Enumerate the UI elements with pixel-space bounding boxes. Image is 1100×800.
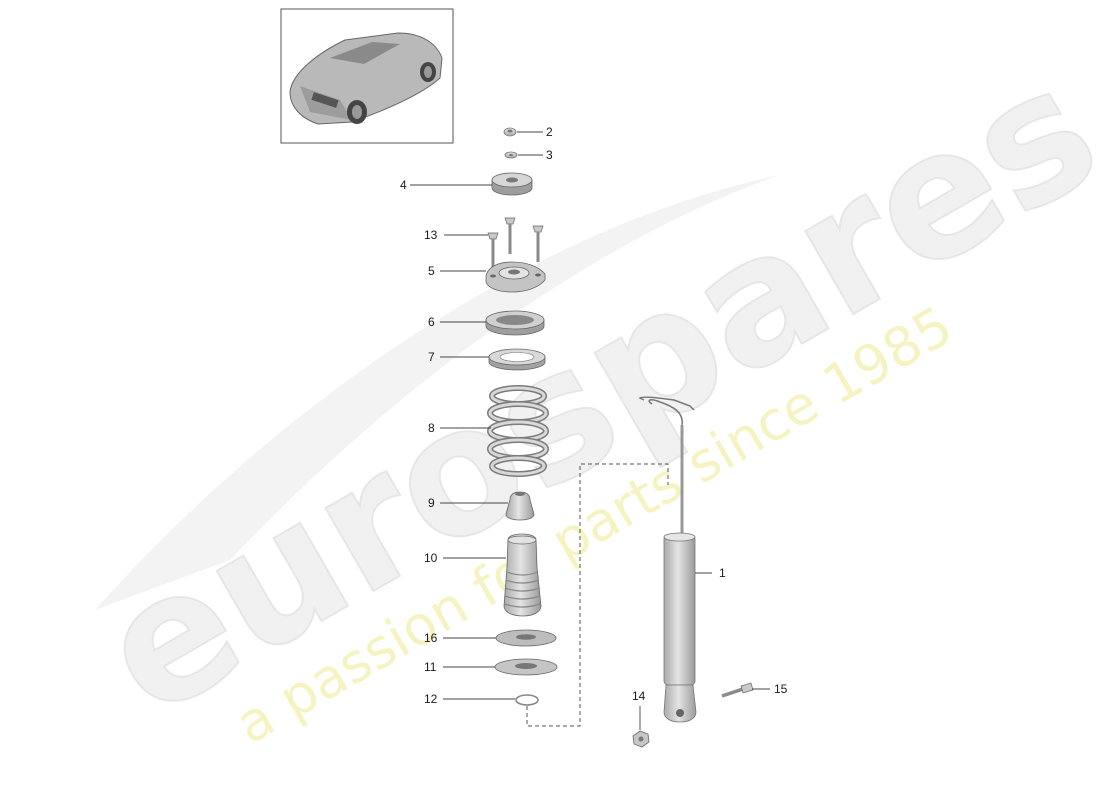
callout-10: 10: [424, 551, 438, 565]
watermark: eurospares a passion for parts since 198…: [69, 26, 1100, 757]
callout-13: 13: [424, 228, 438, 242]
callout-16: 16: [424, 631, 438, 645]
part-7-spring-pad: [488, 348, 546, 371]
bolt-middle: [504, 217, 516, 254]
assembly-dashed-line: [526, 463, 669, 727]
callout-12: 12: [424, 692, 438, 706]
callout-8: 8: [428, 421, 435, 435]
watermark-swoosh: [95, 175, 780, 610]
callout-3: 3: [546, 148, 553, 162]
part-4-bushing: [491, 172, 533, 196]
car-rear-three-quarter-icon: [289, 32, 443, 125]
callout-6: 6: [428, 315, 435, 329]
part-2-nut: [503, 127, 517, 137]
part-14-nut: [632, 730, 650, 748]
callout-2: 2: [546, 125, 553, 139]
callout-11: 11: [424, 660, 437, 674]
part-5-top-mount: [485, 261, 546, 293]
callout-15: 15: [774, 682, 788, 696]
watermark-brand: eurospares: [70, 27, 1100, 756]
bolt-left: [487, 232, 499, 268]
part-12-o-ring: [515, 694, 539, 706]
callout-labels: 1 2 3 4 5 6 7 8 9 10 11 12 13 14 15 16: [400, 125, 788, 706]
callout-7: 7: [428, 350, 435, 364]
part-11-washer: [494, 658, 558, 676]
part-3-washer: [504, 151, 518, 159]
part-9-bump-stop: [505, 491, 535, 521]
callout-1: 1: [719, 566, 726, 580]
callout-5: 5: [428, 264, 435, 278]
part-13-bolts: [487, 217, 544, 268]
part-6-spring-seat: [485, 310, 545, 336]
part-1-shock-absorber: [638, 396, 697, 723]
callout-9: 9: [428, 496, 435, 510]
part-10-protective-boot: [503, 533, 542, 617]
part-8-coil-spring: [487, 385, 549, 477]
callout-14: 14: [632, 689, 646, 703]
leader-lines: [410, 131, 770, 730]
bolt-right: [532, 225, 544, 262]
callout-4: 4: [400, 178, 407, 192]
part-15-bolt: [721, 682, 754, 698]
part-16-washer: [495, 629, 557, 647]
vehicle-thumbnail: [280, 8, 454, 144]
